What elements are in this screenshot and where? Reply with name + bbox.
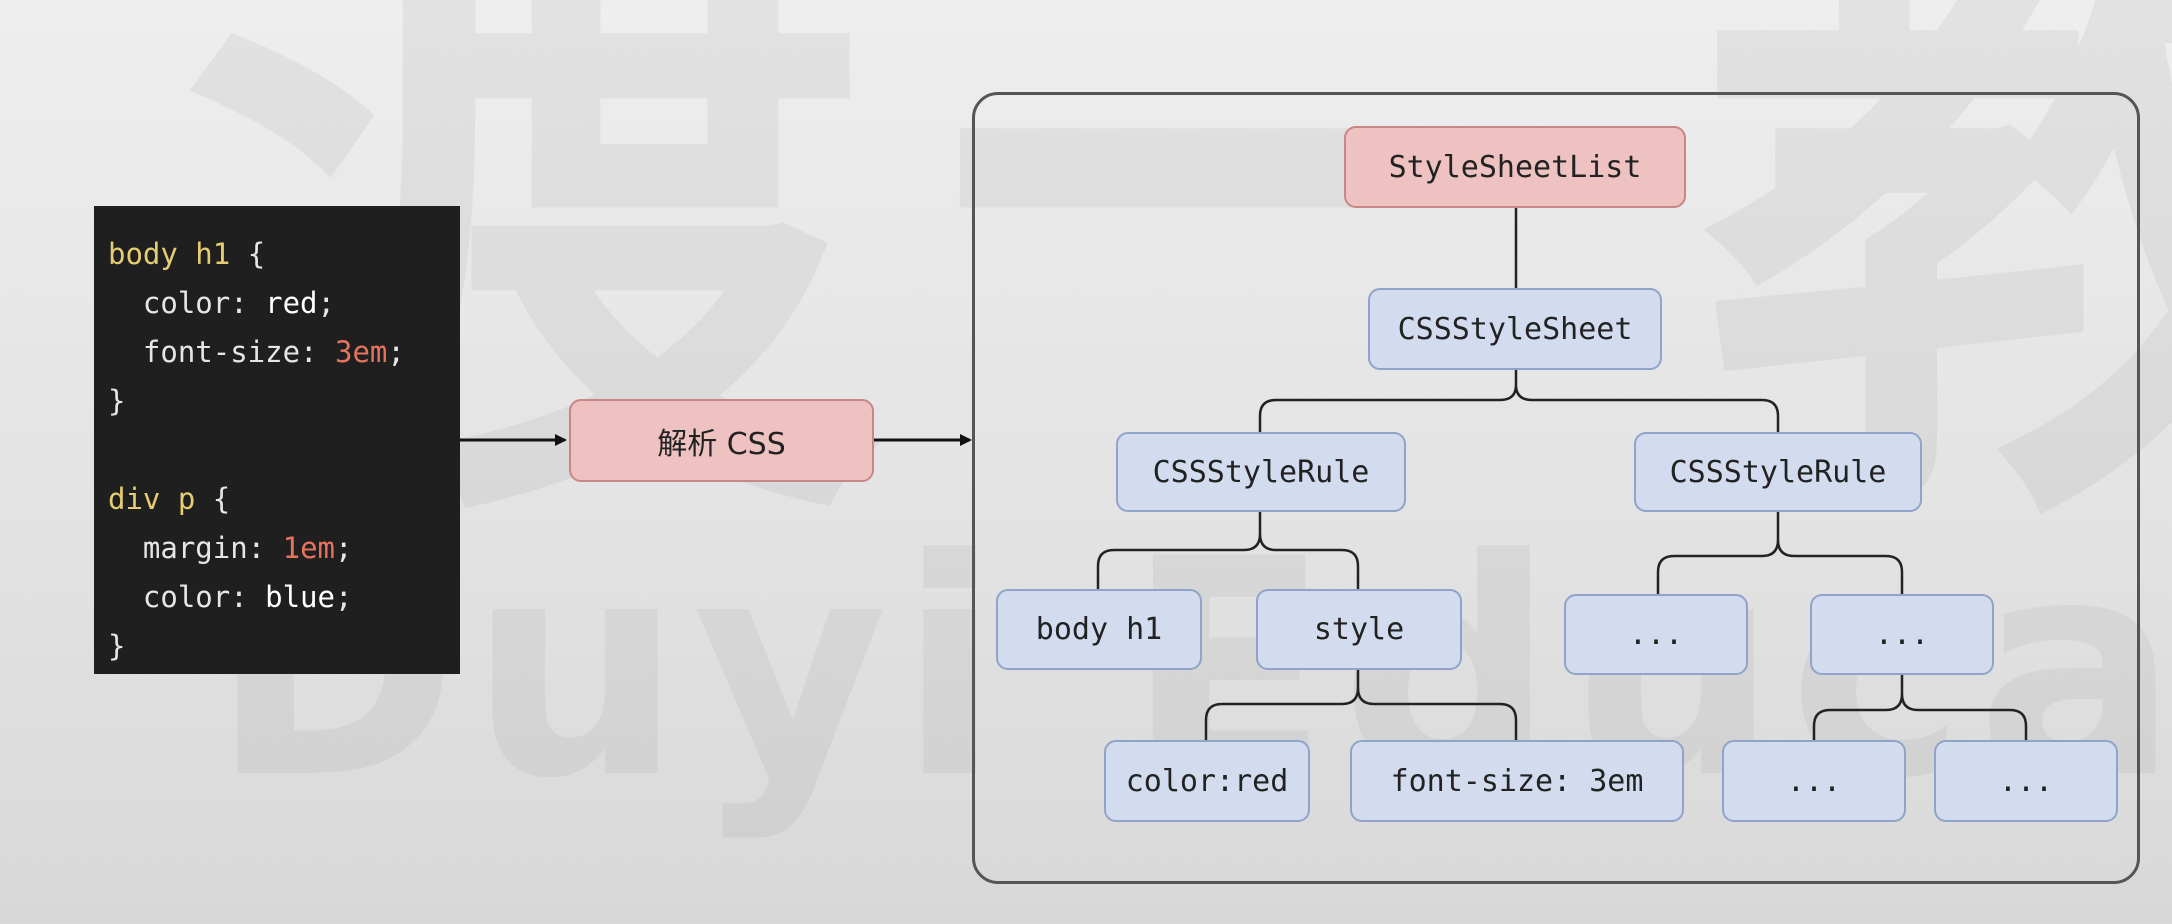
code-line: div p { (108, 475, 460, 524)
code-token: ; (334, 580, 353, 614)
code-token: ; (317, 286, 335, 320)
code-token: 1em (282, 531, 335, 565)
edge-ruleL-children (1096, 512, 1360, 589)
edge-style-decls (1204, 670, 1518, 740)
code-token: ; (387, 335, 405, 369)
node-ellipsis: ... (1564, 594, 1748, 675)
node-ellipsis: ... (1810, 594, 1994, 675)
code-token: } (108, 384, 126, 418)
code-line: body h1 { (108, 230, 460, 279)
code-line: font-size: 3em; (108, 328, 460, 377)
code-line: } (108, 622, 460, 671)
code-token: red (265, 286, 318, 320)
code-token: blue (265, 580, 335, 614)
node-decl-font-size: font-size: 3em (1350, 740, 1684, 822)
code-token: font-size: (108, 335, 335, 369)
node-cssstylerule-left: CSSStyleRule (1116, 432, 1406, 512)
code-token: body h1 (108, 237, 248, 271)
code-token: { (247, 237, 266, 271)
code-token: } (108, 629, 126, 663)
node-ellipsis: ... (1934, 740, 2118, 822)
code-token: 3em (334, 335, 388, 369)
code-token: color: (108, 286, 266, 320)
node-style: style (1256, 589, 1462, 670)
edge-sheet-rules (1258, 370, 1780, 432)
node-selector-body-h1: body h1 (996, 589, 1202, 670)
node-decl-color-red: color:red (1104, 740, 1310, 822)
code-line: margin: 1em; (108, 524, 460, 573)
cssom-tree-panel (972, 92, 2140, 884)
edge-ruleR-children (1656, 512, 1904, 594)
code-token: { (212, 482, 231, 516)
code-line: color: red; (108, 279, 460, 328)
code-token: div p (108, 482, 213, 516)
code-line: color: blue; (108, 573, 460, 622)
code-token: ; (335, 531, 353, 565)
code-line: } (108, 377, 460, 426)
css-code-block: body h1 { color: red; font-size: 3em;} di… (94, 206, 460, 674)
node-stylesheetlist: StyleSheetList (1344, 126, 1686, 208)
parse-css-step: 解析 CSS (569, 399, 874, 482)
code-token: color: (108, 580, 266, 614)
node-cssstylesheet: CSSStyleSheet (1368, 288, 1662, 370)
edge-ellipsis-children (1812, 675, 2028, 740)
code-token: margin: (108, 531, 283, 565)
node-cssstylerule-right: CSSStyleRule (1634, 432, 1922, 512)
node-ellipsis: ... (1722, 740, 1906, 822)
